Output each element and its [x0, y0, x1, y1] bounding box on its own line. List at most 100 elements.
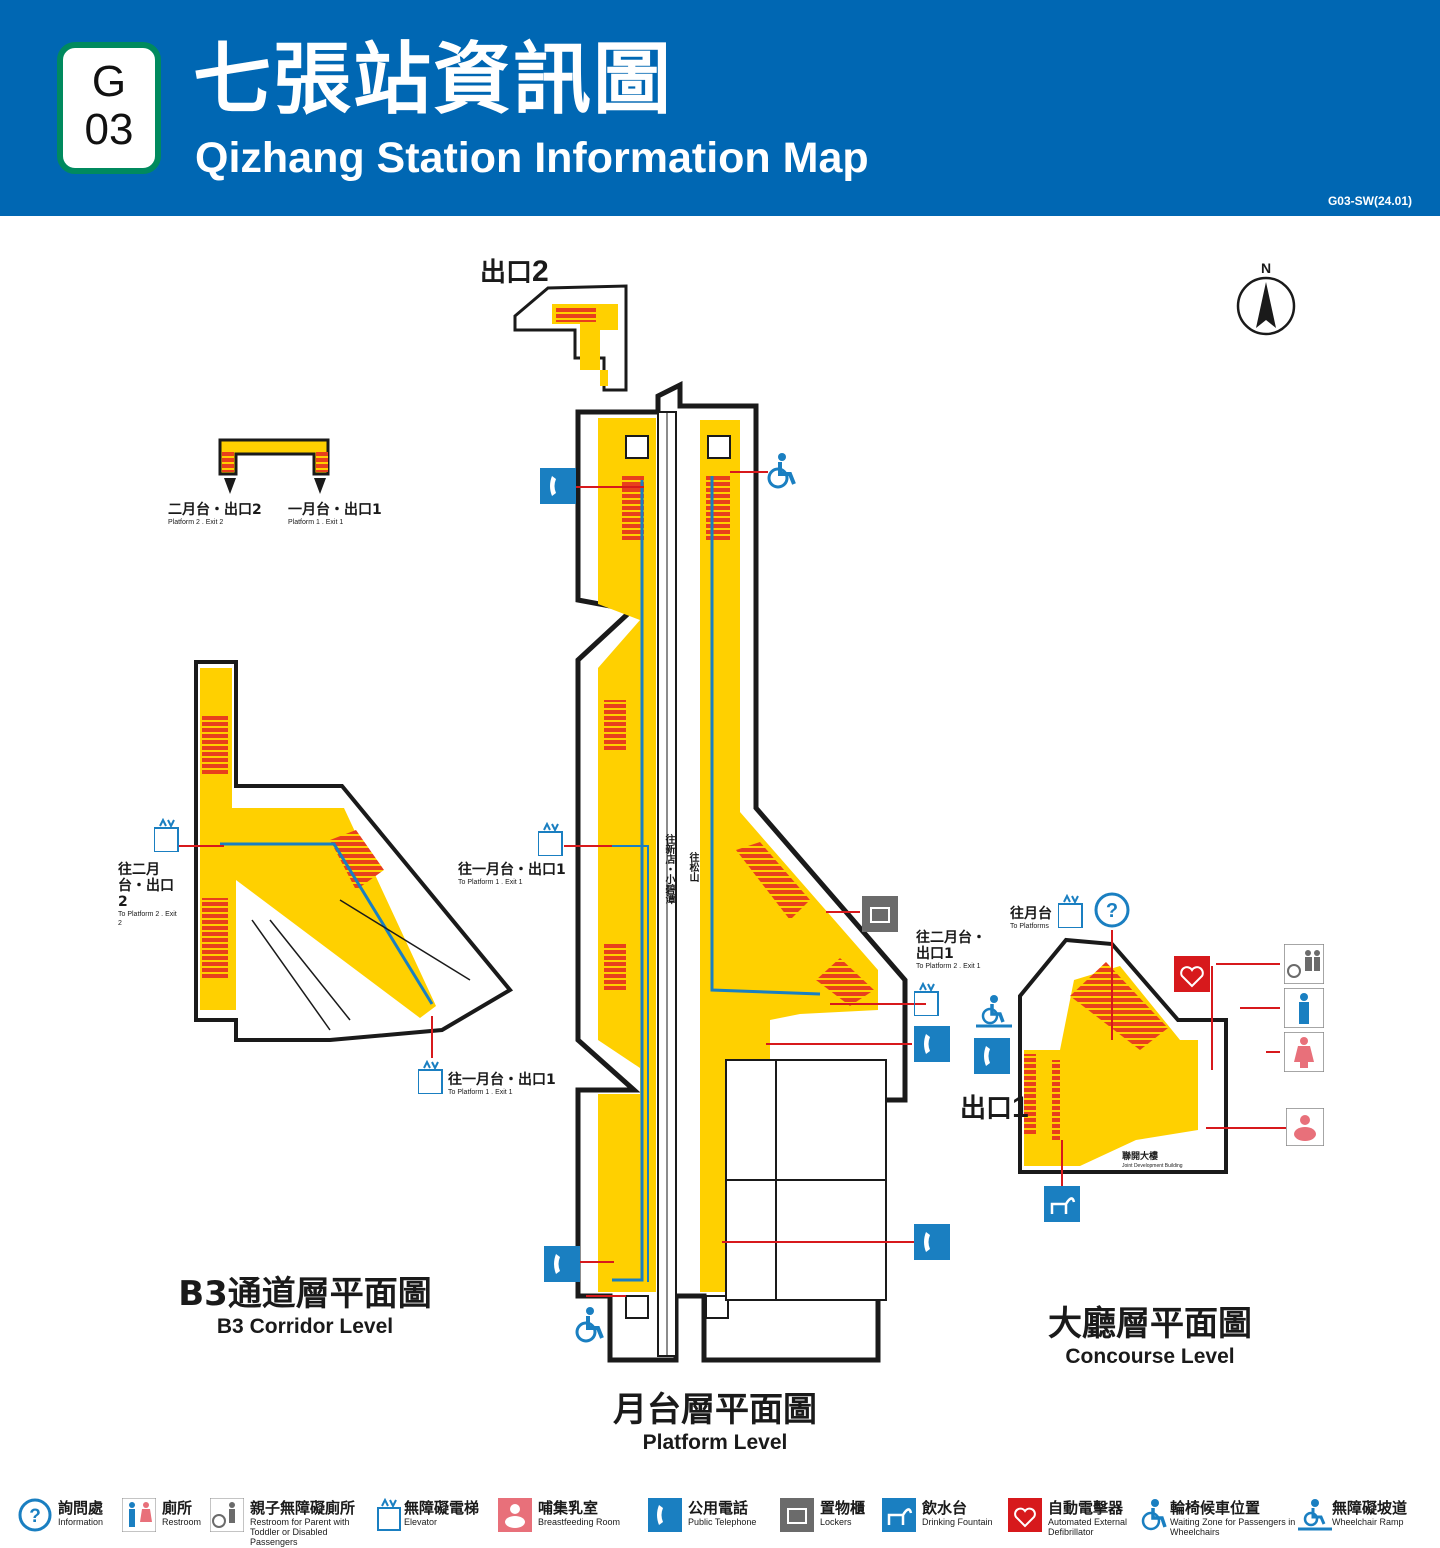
- sign-zh: 往月台: [1010, 906, 1052, 922]
- elevator-icon: [154, 818, 179, 852]
- drinking-fountain-icon: [1044, 1186, 1080, 1222]
- legend-label-en: Restroom for Parent with Toddler or Disa…: [250, 1517, 350, 1547]
- platform-to-platform1-sign: 往一月台・出口1 To Platform 1 . Exit 1: [458, 862, 566, 887]
- elevator-icon: [538, 822, 563, 856]
- sign-zh: 往新店・小碧潭: [663, 834, 674, 904]
- legend-label-en: Elevator: [404, 1517, 438, 1527]
- elevator-icon: [377, 1498, 401, 1531]
- telephone-icon: [914, 1026, 950, 1062]
- elevator-icon: [418, 1060, 443, 1094]
- telephone-icon: [544, 1246, 580, 1282]
- legend-label: 廁所: [162, 1499, 193, 1517]
- exit-1-text: 出口: [960, 1094, 1013, 1124]
- legend-label: 輪椅候車位置: [1170, 1499, 1261, 1517]
- legend-label: 飲水台: [922, 1499, 968, 1517]
- exit-1-label: 出口1: [960, 1088, 1029, 1125]
- sign-zh: 往二月台・出口2: [118, 862, 174, 910]
- exit-2-label: 出口2: [480, 252, 549, 289]
- b3-title-en: B3 Corridor Level: [216, 1315, 394, 1338]
- legend-label-en: Lockers: [820, 1517, 852, 1527]
- telephone-icon: [540, 468, 576, 504]
- restroom-women-icon: [1284, 1032, 1324, 1072]
- information-icon: ?: [18, 1498, 52, 1532]
- svg-text:?: ?: [29, 1506, 41, 1527]
- legend-label-en: Breastfeeding Room: [538, 1517, 621, 1527]
- exit-2-text: 出口: [480, 258, 533, 288]
- drinking-fountain-icon: [882, 1498, 916, 1532]
- sign-zh: 往一月台・出口1: [448, 1072, 556, 1088]
- ramp-icon: [1298, 1499, 1332, 1531]
- legend-label-en: Drinking Fountain: [922, 1517, 993, 1527]
- page-title: 七張站資訊圖: [193, 35, 674, 125]
- sign-en: To Platforms: [1010, 923, 1049, 930]
- legend-label: 自動電擊器: [1048, 1499, 1124, 1517]
- b3-to-platform2-sign: 往二月台・出口2 To Platform 2 . Exit 2: [118, 862, 180, 928]
- platform-level-plan: [575, 380, 908, 1363]
- sign-zh: 往二月台・出口1: [916, 930, 986, 962]
- exit-2-number: 2: [532, 255, 549, 288]
- joint-development-building-sign: 聯開大樓 Joint Development Building: [1122, 1152, 1183, 1171]
- header-bar: G 03 七張站資訊圖 Qizhang Station Information …: [0, 0, 1440, 216]
- legend-label: 詢問處: [58, 1499, 104, 1517]
- line-code: G: [91, 57, 127, 106]
- compass-arrow-icon: [1236, 276, 1296, 336]
- b3-corridor-plan: [194, 660, 514, 1042]
- legend-label-en: Restroom: [162, 1517, 202, 1527]
- restroom-icon: [122, 1498, 156, 1532]
- sign-zh: 聯開大樓: [1122, 1152, 1159, 1162]
- sign-en: To Platform 1 . Exit 1: [448, 1089, 513, 1096]
- wheelchair-icon: [767, 453, 796, 489]
- concourse-plan: [1018, 937, 1228, 1174]
- compass-label: N: [1260, 260, 1272, 276]
- legend-label-en: Waiting Zone for Passengers in Wheelchai…: [1170, 1517, 1296, 1537]
- legend-label: 公用電話: [688, 1499, 749, 1517]
- concourse-title-en: Concourse Level: [1065, 1345, 1235, 1368]
- information-icon: ?: [1094, 892, 1130, 928]
- inset-platform1-sign: 一月台・出口1 Platform 1 . Exit 1: [288, 502, 382, 527]
- concourse-to-platforms-sign: 往月台 To Platforms: [1010, 906, 1052, 931]
- sign-en: Platform 2 . Exit 2: [168, 519, 224, 526]
- platform-to-platform2-sign: 往二月台・出口1 To Platform 2 . Exit 1: [916, 930, 986, 971]
- sign-zh: 一月台・出口1: [288, 502, 382, 518]
- direction-xindian: 往新店・小碧潭: [660, 834, 676, 904]
- wheelchair-icon: [1141, 1499, 1167, 1531]
- legend-label-en: Public Telephone: [688, 1517, 757, 1527]
- b3-to-platform1-sign: 往一月台・出口1 To Platform 1 . Exit 1: [448, 1072, 556, 1097]
- telephone-icon: [914, 1224, 950, 1260]
- legend-label-en: Automated External Defibrillator: [1048, 1517, 1128, 1537]
- sign-en: To Platform 1 . Exit 1: [458, 879, 523, 886]
- line-badge: G 03: [57, 42, 161, 174]
- platform-title-zh: 月台層平面圖: [613, 1390, 817, 1430]
- sign-zh: 二月台・出口2: [168, 502, 262, 518]
- breastfeeding-icon: [1286, 1108, 1324, 1146]
- platform-level-title: 月台層平面圖 Platform Level: [570, 1390, 860, 1456]
- telephone-icon: [648, 1498, 682, 1532]
- legend-label: 無障礙坡道: [1332, 1499, 1408, 1517]
- direction-songshan: 往松山: [684, 852, 700, 882]
- restroom-men-icon: [1284, 988, 1324, 1028]
- lockers-icon: [862, 896, 898, 932]
- inset-diagram: [218, 438, 330, 494]
- legend-label-en: Wheelchair Ramp: [1332, 1517, 1404, 1527]
- exit-1-number: 1: [1012, 1091, 1029, 1124]
- elevator-icon: [1058, 894, 1083, 928]
- legend-label: 無障礙電梯: [404, 1499, 480, 1517]
- aed-icon: [1174, 956, 1210, 992]
- elevator-icon: [914, 982, 939, 1016]
- page-subtitle: Qizhang Station Information Map: [195, 134, 869, 182]
- sign-en: To Platform 2 . Exit 1: [916, 963, 981, 970]
- telephone-icon: [974, 1038, 1010, 1074]
- wheelchair-icon: [575, 1307, 604, 1343]
- sign-en: To Platform 2 . Exit 2: [118, 911, 177, 927]
- callout-lines: [178, 471, 1286, 1297]
- inset-platform2-sign: 二月台・出口2 Platform 2 . Exit 2: [168, 502, 262, 527]
- lockers-icon: [780, 1498, 814, 1532]
- aed-icon: [1008, 1498, 1042, 1532]
